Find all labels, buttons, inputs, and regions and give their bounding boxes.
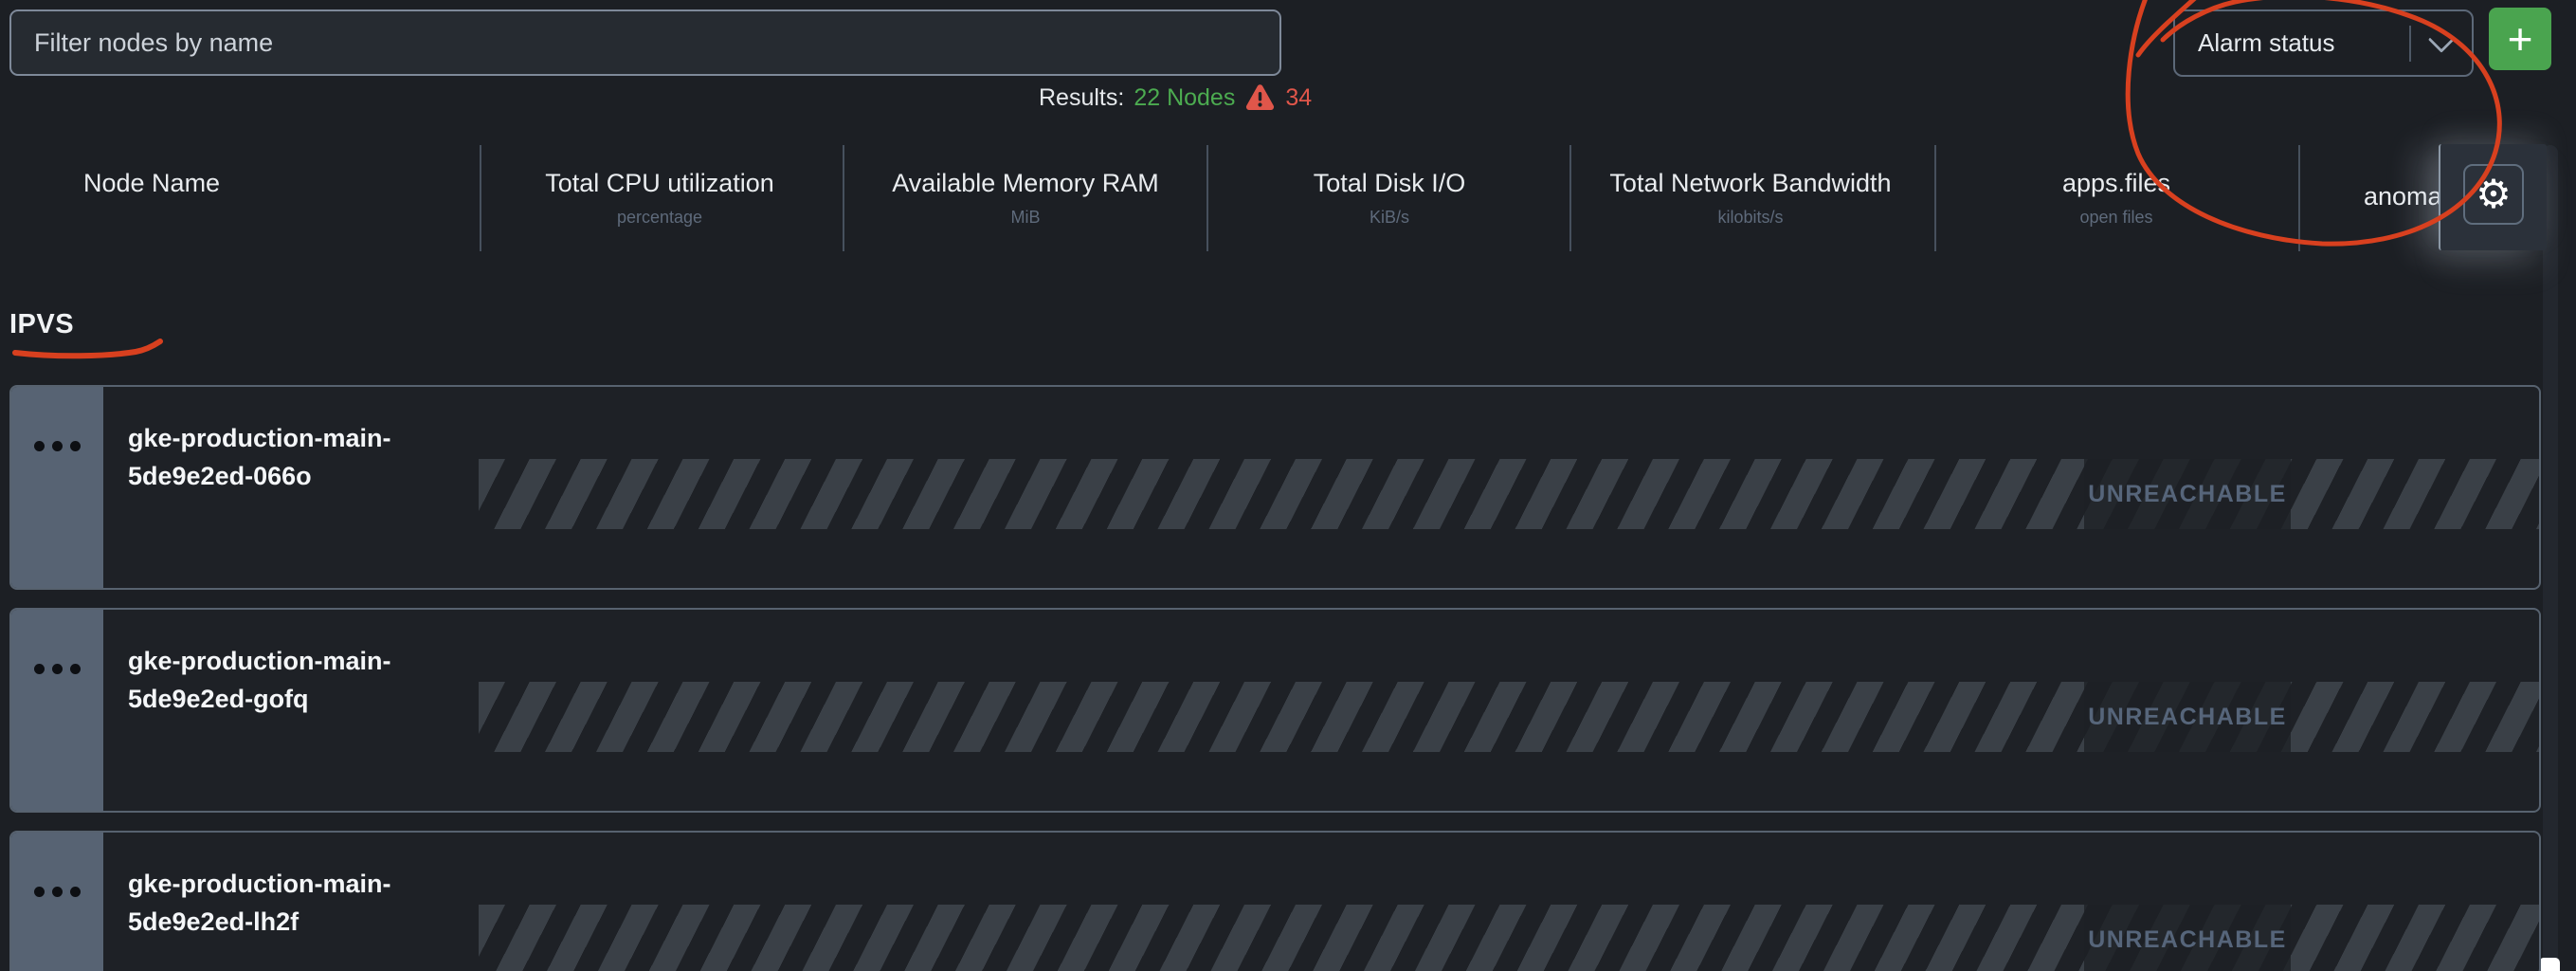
column-header-network[interactable]: Total Network Bandwidth kilobits/s	[1551, 169, 1950, 228]
column-header-disk-io[interactable]: Total Disk I/O KiB/s	[1190, 169, 1588, 228]
header-divider	[843, 145, 844, 251]
table-row[interactable]: gke-production-main- 5de9e2ed-066o UNREA…	[9, 385, 2541, 590]
column-label: apps.files	[2061, 169, 2171, 197]
node-name-line2: 5de9e2ed-066o	[128, 462, 312, 490]
column-header-cpu[interactable]: Total CPU utilization percentage	[461, 169, 859, 228]
annotation-underline	[12, 339, 163, 359]
status-badge: UNREACHABLE	[2084, 459, 2291, 529]
unreachable-stripes: UNREACHABLE	[479, 459, 2539, 529]
group-label-ipvs: IPVS	[9, 309, 75, 339]
nodes-count: 22 Nodes	[1134, 83, 1236, 111]
alerts-count: 34	[1285, 83, 1313, 111]
filter-nodes-input[interactable]	[9, 9, 1281, 76]
chevron-down-icon	[2427, 26, 2456, 53]
warning-triangle-icon	[1246, 84, 1275, 111]
node-name-line1: gke-production-main-	[128, 870, 391, 898]
node-name[interactable]: gke-production-main- 5de9e2ed-lh2f	[128, 865, 391, 941]
node-name-line1: gke-production-main-	[128, 424, 391, 452]
alarm-status-dropdown[interactable]: Alarm status	[2173, 9, 2474, 77]
row-menu-button[interactable]	[11, 610, 103, 811]
column-unit: KiB/s	[1369, 208, 1409, 227]
table-row[interactable]: gke-production-main- 5de9e2ed-lh2f UNREA…	[9, 831, 2541, 971]
status-badge: UNREACHABLE	[2084, 905, 2291, 971]
row-menu-button[interactable]	[11, 833, 103, 971]
column-unit: open files	[2079, 208, 2153, 227]
vertical-scrollbar-thumb[interactable]	[2539, 958, 2560, 971]
unreachable-stripes: UNREACHABLE	[479, 905, 2539, 971]
header-divider	[1569, 145, 1571, 251]
node-name-line1: gke-production-main-	[128, 647, 391, 675]
column-header-node-name[interactable]: Node Name	[83, 169, 220, 198]
column-label: Total Network Bandwidth	[1609, 169, 1892, 197]
column-settings-panel: ⚙	[2439, 144, 2547, 250]
column-header-memory[interactable]: Available Memory RAM MiB	[826, 169, 1225, 228]
column-unit: kilobits/s	[1717, 208, 1784, 227]
header-divider	[2298, 145, 2300, 251]
node-name[interactable]: gke-production-main- 5de9e2ed-gofq	[128, 642, 391, 718]
column-label: anoma	[2364, 182, 2442, 211]
column-label: Node Name	[83, 169, 221, 197]
results-summary: Results: 22 Nodes 34	[1039, 82, 1312, 114]
column-unit: MiB	[1010, 208, 1041, 227]
status-badge: UNREACHABLE	[2084, 682, 2291, 752]
vertical-scrollbar-track[interactable]	[2543, 145, 2558, 971]
column-label: Total Disk I/O	[1313, 169, 1466, 197]
column-header-anomalies[interactable]: anoma	[2364, 182, 2442, 211]
column-header-apps-files[interactable]: apps.files open files	[1917, 169, 2315, 228]
column-unit: percentage	[616, 208, 703, 227]
header-divider	[1934, 145, 1936, 251]
header-divider	[480, 145, 481, 251]
node-name-line2: 5de9e2ed-lh2f	[128, 907, 299, 936]
table-row[interactable]: gke-production-main- 5de9e2ed-gofq UNREA…	[9, 608, 2541, 813]
node-name[interactable]: gke-production-main- 5de9e2ed-066o	[128, 419, 391, 495]
dropdown-chevron-button[interactable]	[2411, 26, 2472, 53]
gear-icon[interactable]: ⚙	[2463, 164, 2524, 225]
column-label: Available Memory RAM	[892, 169, 1159, 197]
node-name-line2: 5de9e2ed-gofq	[128, 685, 309, 713]
column-label: Total CPU utilization	[545, 169, 774, 197]
add-node-button[interactable]: +	[2489, 8, 2551, 70]
results-label: Results:	[1039, 83, 1125, 111]
unreachable-stripes: UNREACHABLE	[479, 682, 2539, 752]
alarm-status-label: Alarm status	[2198, 28, 2335, 57]
row-menu-button[interactable]	[11, 387, 103, 588]
header-divider	[1206, 145, 1208, 251]
